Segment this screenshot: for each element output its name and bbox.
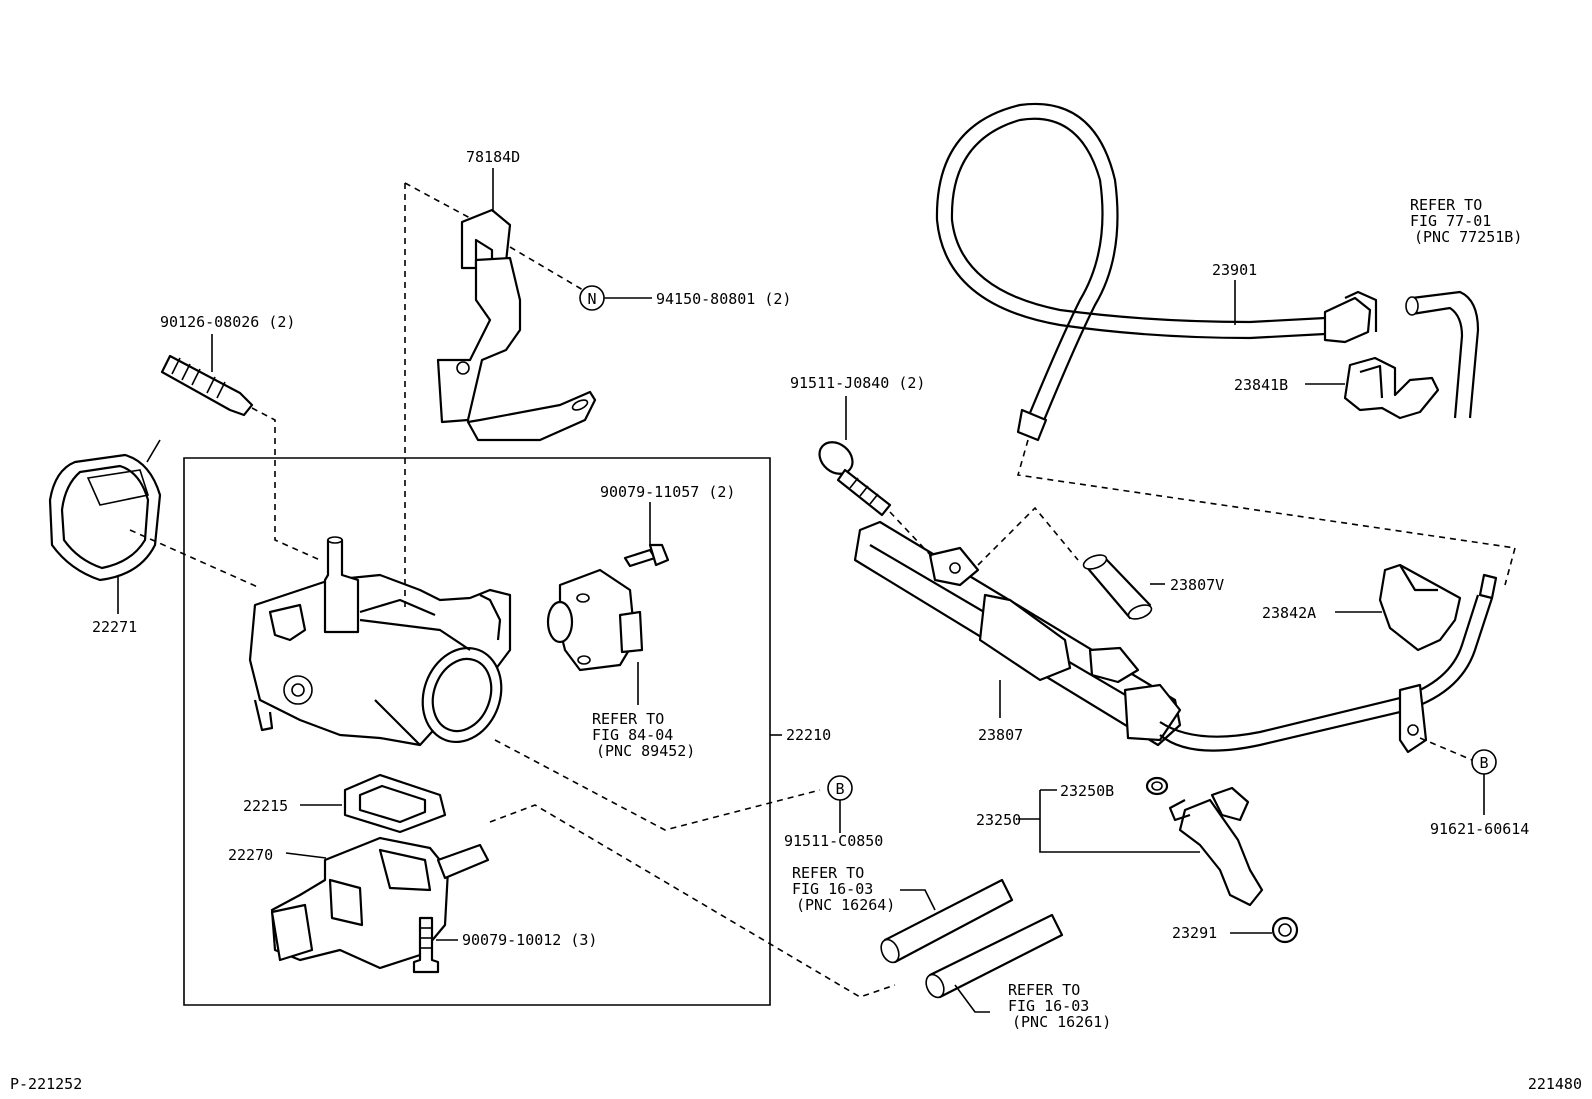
throttle-sensor — [546, 568, 644, 672]
clamp-23842A — [1378, 563, 1462, 652]
throttle-body-group-box — [183, 457, 771, 1006]
gasket-22271 — [48, 439, 162, 582]
label-23901: 23901 — [1212, 261, 1257, 279]
marker-b-left: B — [827, 775, 853, 801]
footer-left-code: P-221252 — [10, 1075, 82, 1093]
refer-16b-line2: FIG 16-03 — [1008, 997, 1089, 1015]
footer-right-code: 221480 — [1528, 1075, 1582, 1093]
fuel-hose-23901 — [935, 102, 1378, 442]
label-22270: 22270 — [228, 846, 273, 864]
oring-23291 — [1271, 916, 1299, 944]
label-23807: 23807 — [978, 726, 1023, 744]
injector-group-bracket — [1039, 790, 1200, 853]
label-90126: 90126-08026 (2) — [160, 313, 295, 331]
label-90079-10012: 90079-10012 (3) — [462, 931, 597, 949]
screw-90079-10012 — [412, 916, 440, 974]
oring-23250B — [1145, 776, 1169, 796]
bracket-78184D — [436, 208, 597, 442]
refer-16a-line1: REFER TO — [792, 864, 864, 882]
label-23250: 23250 — [976, 811, 1021, 829]
label-91511-J0840: 91511-J0840 (2) — [790, 374, 925, 392]
gasket-22215 — [343, 773, 447, 834]
hose-16264 — [880, 878, 1014, 964]
label-94150: 94150-80801 (2) — [656, 290, 791, 308]
marker-b-left-text: B — [835, 780, 844, 798]
label-23807V: 23807V — [1170, 576, 1224, 594]
refer-16b-line1: REFER TO — [1008, 981, 1080, 999]
refer-16a-line2: FIG 16-03 — [792, 880, 873, 898]
refer-16a-line3: (PNC 16264) — [796, 896, 895, 914]
refer-77-line3: (PNC 77251B) — [1414, 228, 1522, 246]
refer-77-line2: FIG 77-01 — [1410, 212, 1491, 230]
label-23842A: 23842A — [1262, 604, 1316, 622]
refer-84-line1: REFER TO — [592, 710, 664, 728]
hose-16261 — [925, 913, 1064, 999]
label-91511-C0850: 91511-C0850 — [784, 832, 883, 850]
cap-23807V — [1082, 554, 1153, 620]
marker-n: N — [579, 285, 605, 311]
refer-84-line3: (PNC 89452) — [596, 742, 695, 760]
label-78184D: 78184D — [466, 148, 520, 166]
throttle-body-22210 — [248, 536, 512, 747]
label-23841B: 23841B — [1234, 376, 1288, 394]
marker-b-right-text: B — [1479, 754, 1488, 772]
label-23250B: 23250B — [1060, 782, 1114, 800]
stud-90126 — [160, 354, 254, 417]
label-22210: 22210 — [786, 726, 831, 744]
refer-77-line1: REFER TO — [1410, 196, 1482, 214]
refer-84-line2: FIG 84-04 — [592, 726, 673, 744]
label-90079-11057: 90079-11057 (2) — [600, 483, 735, 501]
label-23291: 23291 — [1172, 924, 1217, 942]
fuel-pipe — [1159, 573, 1498, 754]
label-22271: 22271 — [92, 618, 137, 636]
hose-77251B — [1405, 290, 1480, 419]
label-91621: 91621-60614 — [1430, 820, 1529, 838]
marker-b-right: B — [1471, 749, 1497, 775]
refer-16b-line3: (PNC 16261) — [1012, 1013, 1111, 1031]
label-22215: 22215 — [243, 797, 288, 815]
fuel-rail-23807 — [853, 520, 1182, 747]
bolt-91511-J0840 — [818, 441, 892, 517]
clip-23841B — [1343, 356, 1440, 420]
injector-23250 — [1168, 786, 1264, 907]
marker-n-text: N — [587, 290, 596, 308]
screw-90079-11057 — [623, 543, 670, 568]
idle-valve-22270 — [270, 836, 490, 970]
